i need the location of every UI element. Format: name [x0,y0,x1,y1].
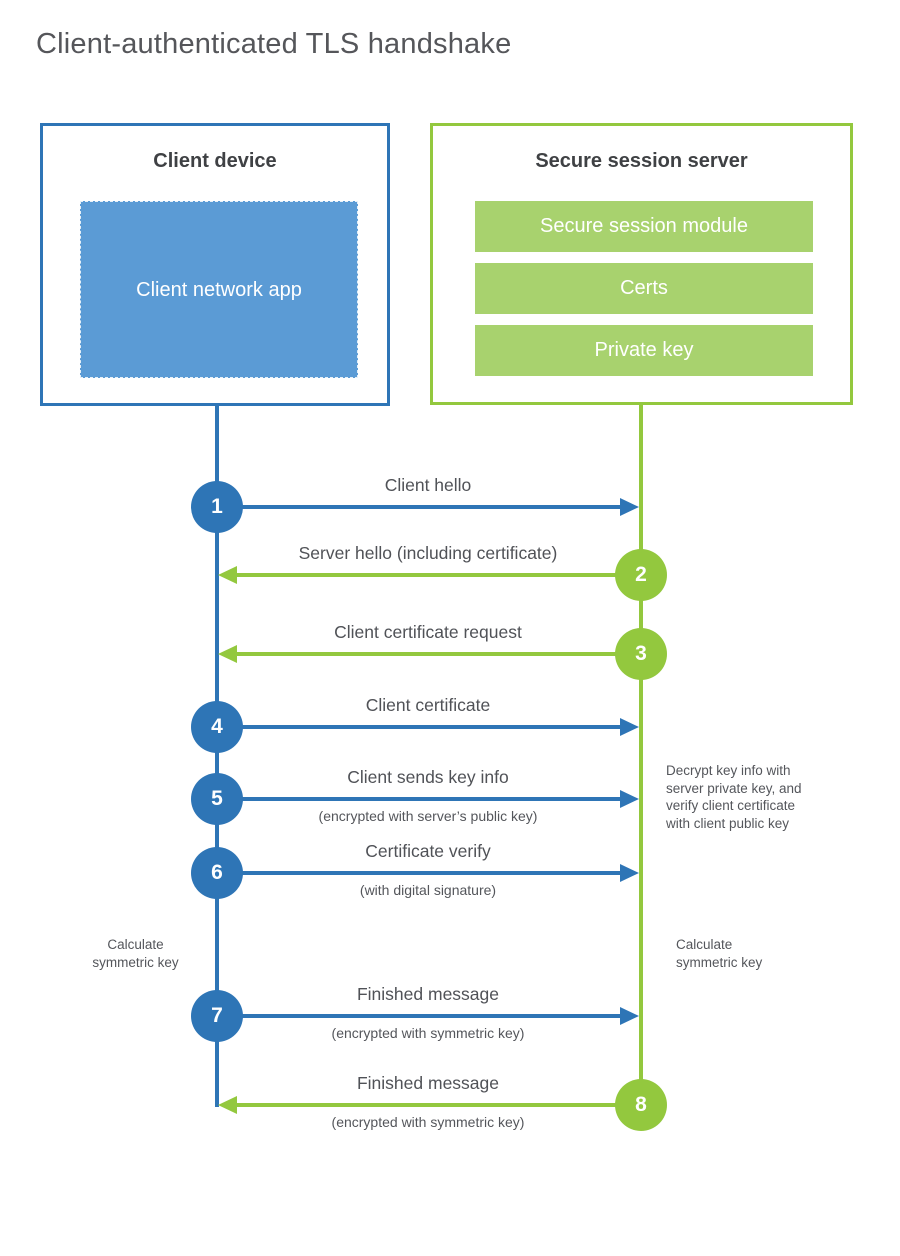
arrow-shaft [236,573,618,577]
server-module-secure-session: Secure session module [475,201,813,252]
arrow-shaft [240,505,622,509]
arrow-shaft [236,1103,618,1107]
client-device-title: Client device [153,150,277,172]
step-badge: 3 [615,628,667,680]
server-module-label: Secure session module [540,215,748,237]
decrypt-note: Decrypt key info with server private key… [666,763,802,831]
message-label: Client certificate [365,695,491,715]
arrow-left-icon [218,645,237,663]
step-badge: 6 [191,847,243,899]
message-label: Client sends key info [347,767,509,787]
client-lifeline [215,404,219,1107]
message-sublabel: (encrypted with symmetric key) [331,1114,525,1130]
secure-session-server-box: Secure session server Secure session mod… [430,123,853,405]
client-network-app-box: Client network app [80,201,358,378]
message-sublabel: (encrypted with server’s public key) [318,808,538,824]
step-badge: 5 [191,773,243,825]
message-label: Certificate verify [365,841,491,861]
client-device-box: Client device Client network app [40,123,390,406]
step-badge: 8 [615,1079,667,1131]
secure-session-server-title: Secure session server [535,150,748,172]
arrow-right-icon [620,498,639,516]
calculate-symmetric-key-server-note: Calculate symmetric key [676,937,763,970]
message-label: Finished message [356,984,500,1004]
arrow-shaft [240,797,622,801]
page-title: Client-authenticated TLS handshake [36,28,512,60]
step-badge: 4 [191,701,243,753]
message-sublabel: (encrypted with symmetric key) [331,1025,525,1041]
message-label: Finished message [356,1073,500,1093]
message-sublabel: (with digital signature) [359,882,497,898]
server-module-label: Certs [620,277,668,299]
message-label: Client hello [384,475,472,495]
arrow-left-icon [218,566,237,584]
client-network-app-label: Client network app [136,278,302,301]
arrow-right-icon [620,718,639,736]
message-label: Client certificate request [334,622,522,642]
message-label: Server hello (including certificate) [298,543,558,563]
arrow-right-icon [620,1007,639,1025]
arrow-shaft [240,1014,622,1018]
calculate-symmetric-key-client-note: Calculate symmetric key [92,937,179,970]
arrow-shaft [240,871,622,875]
step-badge: 7 [191,990,243,1042]
server-module-certs: Certs [475,263,813,314]
server-module-label: Private key [594,339,694,361]
arrow-right-icon [620,790,639,808]
server-lifeline [639,403,643,1106]
server-module-private-key: Private key [475,325,813,376]
step-badge: 2 [615,549,667,601]
arrow-shaft [240,725,622,729]
arrow-shaft [236,652,618,656]
arrow-right-icon [620,864,639,882]
step-badge: 1 [191,481,243,533]
arrow-left-icon [218,1096,237,1114]
